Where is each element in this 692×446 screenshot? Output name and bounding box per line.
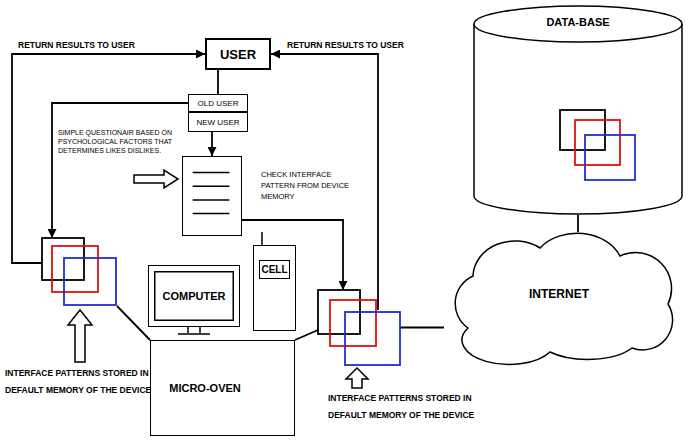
pattern-square	[345, 312, 400, 365]
database-cylinder: DATA-BASE	[472, 4, 684, 216]
node-text: MICRO-OVEN	[169, 382, 241, 394]
connector	[577, 215, 579, 232]
document-line	[193, 172, 230, 173]
interface-pattern-stack: INTERFACE PATTERNS STORED IN DEFAULT MEM…	[42, 238, 117, 306]
document-line	[193, 199, 230, 200]
node-text: OLD USER	[198, 99, 239, 108]
pattern-square	[42, 238, 84, 280]
pattern-square	[560, 110, 605, 150]
connector	[217, 70, 219, 94]
cell-antenna	[261, 232, 263, 245]
node-text: COMPUTER	[163, 290, 226, 302]
user-type-box: OLD USER	[188, 94, 248, 112]
node-shape	[42, 238, 117, 306]
node-text: INTERNET	[529, 287, 589, 301]
questionnaire-document: CHECK INTERFACE PATTERN FROM DEVICE MEMO…	[182, 156, 242, 236]
note-text: SIMPLE QUESTIONAIR BASED ON PSYCHOLOGICA…	[58, 128, 176, 155]
block-arrow	[134, 170, 178, 188]
connector	[117, 306, 150, 340]
pattern-square	[330, 300, 376, 346]
micro-oven: MICRO-OVEN	[150, 340, 295, 436]
node-text: INTERFACE PATTERNS STORED IN DEFAULT MEM…	[328, 390, 478, 424]
pattern-square	[585, 135, 635, 180]
pattern-square	[64, 258, 116, 305]
node-text: NEW USER	[196, 118, 239, 127]
connector	[52, 103, 188, 238]
block-arrow	[346, 368, 368, 388]
node-shape	[472, 4, 684, 216]
block-arrow	[68, 310, 92, 362]
cell-phone: CELL	[253, 245, 296, 331]
connector	[295, 330, 318, 340]
pattern-square	[52, 246, 98, 292]
node-shape	[318, 290, 400, 365]
cylinder-body	[474, 24, 682, 214]
computer-monitor: COMPUTER	[148, 265, 240, 327]
connector	[211, 132, 213, 156]
pattern-square	[575, 120, 620, 165]
document-line	[193, 186, 230, 187]
connector	[400, 327, 444, 329]
connector	[12, 54, 205, 263]
edge-label: RETURN RESULTS TO USER	[16, 40, 137, 50]
internet-cloud: INTERNET	[428, 228, 690, 360]
document-line	[193, 213, 230, 214]
cloud-outline	[455, 233, 672, 364]
user-box: USER	[205, 38, 271, 70]
node-text: USER	[220, 47, 256, 62]
computer-stand	[178, 327, 210, 334]
interface-pattern-stack: INTERFACE PATTERNS STORED IN DEFAULT MEM…	[318, 290, 400, 365]
node-text: CHECK INTERFACE PATTERN FROM DEVICE MEMO…	[261, 169, 359, 202]
node-shape	[183, 157, 241, 235]
node-text: INTERFACE PATTERNS STORED IN DEFAULT MEM…	[5, 365, 155, 399]
node-text: CELL	[259, 260, 289, 279]
user-type-box: NEW USER	[188, 112, 248, 132]
node-text: DATA-BASE	[472, 16, 684, 28]
edge-label: RETURN RESULTS TO USER	[285, 40, 406, 50]
